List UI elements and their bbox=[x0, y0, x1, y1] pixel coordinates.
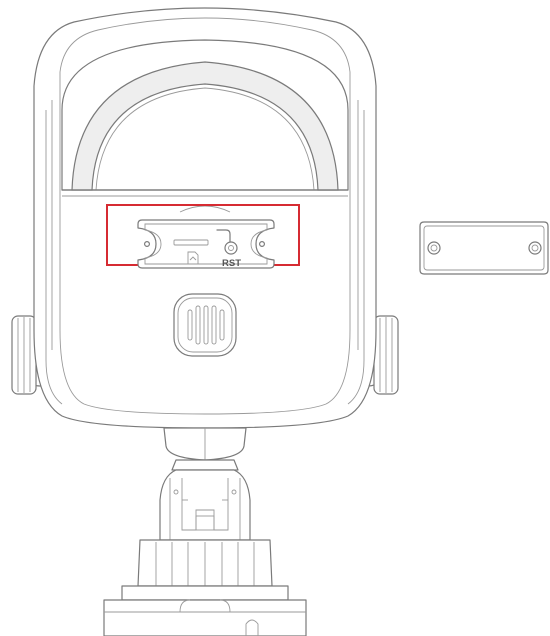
mount-neck bbox=[163, 427, 247, 471]
sd-card-slot-icon bbox=[173, 239, 209, 246]
reset-label: RST bbox=[222, 258, 241, 269]
reset-button-icon bbox=[216, 229, 238, 255]
speaker-grille-icon bbox=[173, 293, 237, 357]
mount-base bbox=[103, 599, 307, 636]
camera-hood bbox=[61, 39, 349, 197]
cover-plate-icon bbox=[419, 221, 549, 275]
port-plate bbox=[137, 219, 275, 269]
sd-card-icon bbox=[187, 251, 199, 265]
locking-nut bbox=[121, 539, 289, 601]
mount-bracket bbox=[159, 469, 251, 541]
